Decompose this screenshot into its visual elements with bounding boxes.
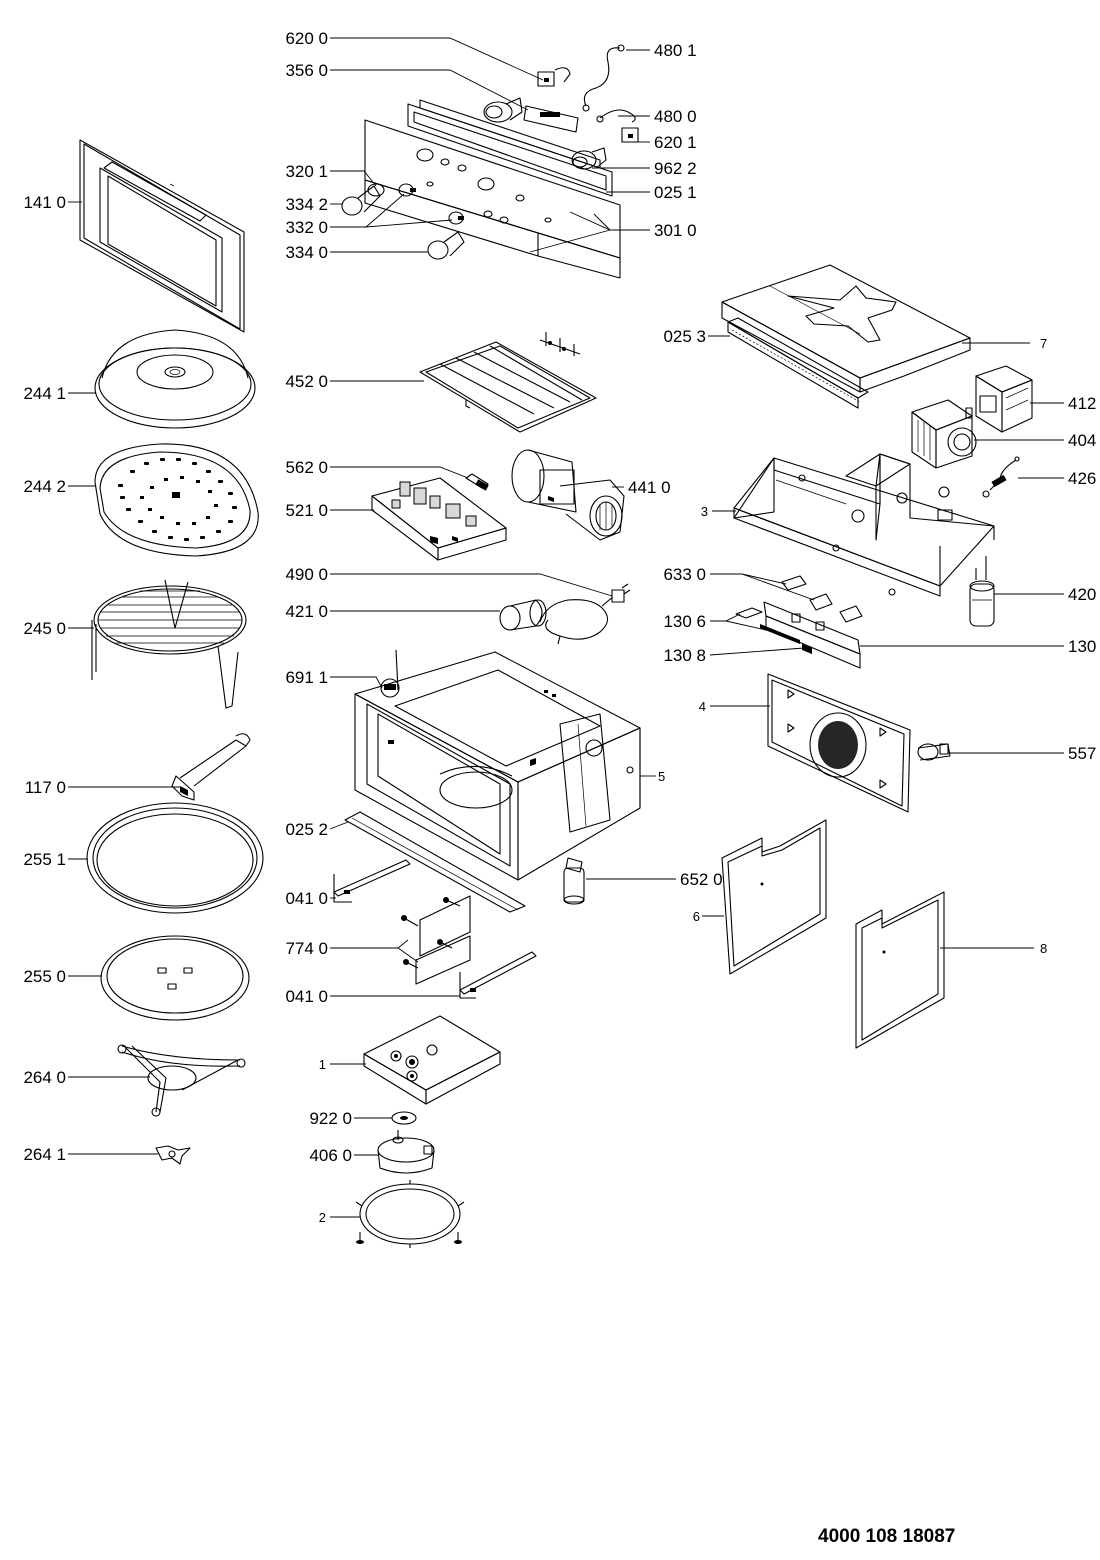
label-420-0: 420 0 (1068, 585, 1100, 604)
thermal-fuse-part (465, 473, 489, 491)
label-620-1: 620 1 (654, 133, 697, 152)
oven-door-part (79, 139, 245, 333)
label-620-0: 620 0 (285, 29, 328, 48)
label-301-0: 301 0 (654, 221, 697, 240)
label-025-2: 025 2 (285, 820, 328, 839)
capacitor-part (499, 599, 547, 631)
label-130-8: 130 8 (663, 646, 706, 665)
label-117-0: 117 0 (25, 778, 66, 797)
coupler-part (155, 1145, 191, 1165)
cavity-thermostat-part (917, 743, 951, 761)
part-labels: 141 0 244 1 244 2 245 0 117 0 255 1 255 … (23, 29, 1100, 1225)
sensor-part (380, 649, 400, 698)
turntable-motor-part (377, 1130, 435, 1174)
bottom-ring-part (355, 1180, 465, 1248)
label-633-0: 633 0 (663, 565, 706, 584)
turntable-ring-part (86, 802, 264, 914)
label-521-0: 521 0 (285, 501, 328, 520)
mounting-plates-part (401, 895, 471, 985)
crisp-plate-part (94, 443, 259, 557)
label-3: 3 (701, 504, 708, 519)
label-557-0: 557 0 (1068, 744, 1100, 763)
label-412-0: 412 0 (1068, 394, 1100, 413)
label-652-0: 652 0 (680, 870, 723, 889)
label-264-0: 264 0 (23, 1068, 66, 1087)
label-130-0: 130 0 (1068, 637, 1100, 656)
label-490-0: 490 0 (285, 565, 328, 584)
label-691-1: 691 1 (285, 668, 328, 687)
oven-cavity-part (354, 651, 641, 881)
label-5: 5 (658, 769, 665, 784)
label-404-0: 404 0 (1068, 431, 1100, 450)
top-cover-strip-part (727, 317, 869, 409)
thermostat-part (563, 857, 585, 905)
hv-capacitor-part (969, 556, 995, 627)
base-plate-part (363, 1015, 501, 1105)
turntable-plate-part (100, 935, 250, 1021)
label-245-0: 245 0 (23, 619, 66, 638)
label-6: 6 (693, 909, 700, 924)
label-2: 2 (319, 1210, 326, 1225)
rear-panel-part (767, 673, 911, 813)
grill-heating-element-part (419, 332, 597, 433)
top-cover-part (721, 264, 971, 393)
label-774-0: 774 0 (285, 939, 328, 958)
label-922-0: 922 0 (309, 1109, 352, 1128)
label-244-2: 244 2 (23, 477, 66, 496)
grill-rack-part (91, 579, 247, 709)
power-cord-part (539, 583, 631, 645)
washer-part (391, 1111, 417, 1125)
label-264-1: 264 1 (23, 1145, 66, 1164)
front-frame-strip-part (344, 811, 526, 913)
label-406-0: 406 0 (309, 1146, 352, 1165)
transformer-part (975, 365, 1033, 433)
label-1: 1 (319, 1057, 326, 1072)
label-426-0: 426 0 (1068, 469, 1100, 488)
label-334-2: 334 2 (285, 195, 328, 214)
label-041-0-lower: 041 0 (285, 987, 328, 1006)
label-356-0: 356 0 (285, 61, 328, 80)
label-480-1: 480 1 (654, 41, 697, 60)
interlock-switches-part (735, 575, 863, 669)
guide-rail-lower-part (459, 951, 537, 999)
label-7: 7 (1040, 336, 1047, 351)
label-041-0-upper: 041 0 (285, 889, 328, 908)
document-number: 4000 108 18087 (818, 1526, 956, 1547)
label-025-1: 025 1 (654, 183, 697, 202)
plate-handle-part (171, 733, 251, 801)
control-board-part (371, 477, 507, 561)
label-025-3: 025 3 (663, 327, 706, 346)
side-panel-right-part (721, 819, 827, 975)
leader-lines (68, 37, 1064, 1218)
label-320-1: 320 1 (285, 162, 328, 181)
label-130-6: 130 6 (663, 612, 706, 631)
label-8: 8 (1040, 941, 1047, 956)
label-562-0: 562 0 (285, 458, 328, 477)
crisp-cover-dome-part (94, 329, 256, 429)
label-421-0: 421 0 (285, 602, 328, 621)
magnetron-part (911, 399, 977, 469)
label-141-0: 141 0 (23, 193, 66, 212)
side-panel-left-part (855, 891, 945, 1049)
label-4: 4 (699, 699, 706, 714)
label-441-0: 441 0 (628, 478, 671, 497)
label-962-2: 962 2 (654, 159, 697, 178)
label-334-0: 334 0 (285, 243, 328, 262)
fan-motor-part (511, 449, 625, 541)
hv-diode-part (982, 456, 1020, 498)
label-480-0: 480 0 (654, 107, 697, 126)
guide-rail-upper-part (333, 859, 411, 903)
label-244-1: 244 1 (23, 384, 66, 403)
chassis-frame-part (733, 453, 995, 597)
label-452-0: 452 0 (285, 372, 328, 391)
label-255-0: 255 0 (23, 967, 66, 986)
control-panel-group (341, 44, 639, 279)
label-332-0: 332 0 (285, 218, 328, 237)
label-255-1: 255 1 (23, 850, 66, 869)
roller-support-part (117, 1044, 246, 1117)
